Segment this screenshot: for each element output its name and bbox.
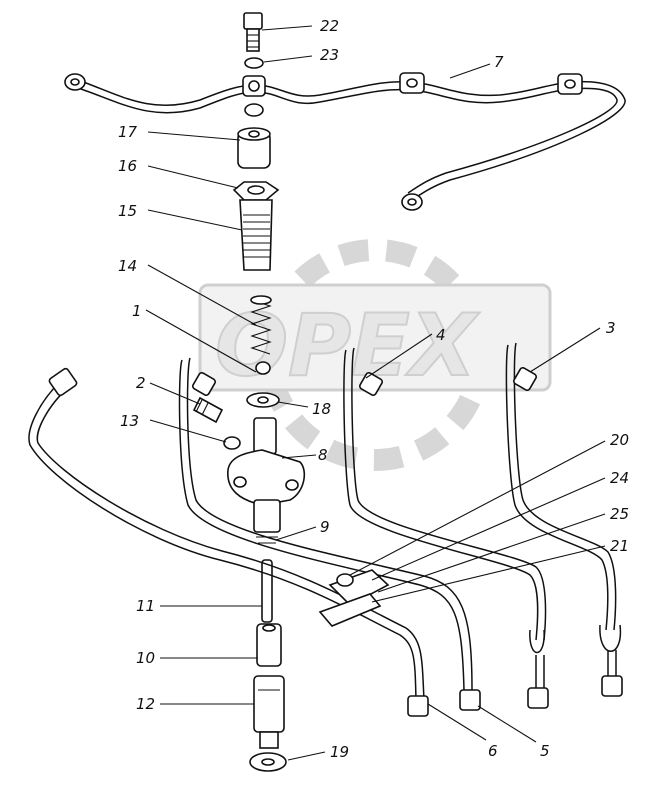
watermark-logo: OPEX (198, 239, 552, 471)
callout-8: 8 (318, 446, 328, 464)
callout-6: 6 (488, 742, 498, 760)
callout-23: 23 (320, 46, 339, 64)
callout-16: 16 (118, 157, 137, 175)
callout-2: 2 (136, 374, 146, 392)
callout-10: 10 (136, 649, 155, 667)
cap-nut (237, 127, 271, 169)
hex-nut (232, 181, 280, 201)
callout-24: 24 (610, 469, 629, 487)
washer-13 (223, 436, 241, 450)
spring (250, 295, 272, 355)
pump-section (227, 417, 306, 544)
callout-18: 18 (312, 400, 331, 418)
callout-11: 11 (136, 597, 155, 615)
callout-labels: 22 23 7 17 16 15 14 1 4 3 2 18 13 8 20 2… (118, 17, 629, 761)
injection-pipe-3 (505, 342, 623, 697)
injection-pipe-5 (178, 357, 481, 711)
callout-21: 21 (610, 537, 629, 555)
callout-25: 25 (610, 505, 629, 523)
callout-4: 4 (436, 326, 446, 344)
callout-19: 19 (330, 743, 349, 761)
tappet (253, 675, 285, 749)
sealing-washer-upper (244, 57, 264, 69)
plunger (261, 559, 273, 623)
callout-3: 3 (606, 319, 616, 337)
pipe-clamp (318, 569, 390, 627)
callout-17: 17 (118, 123, 138, 141)
callout-22: 22 (320, 17, 339, 35)
callout-1: 1 (132, 302, 142, 320)
injection-pipe-6 (28, 367, 429, 717)
sleeve (256, 623, 282, 667)
callout-12: 12 (136, 695, 155, 713)
callout-14: 14 (118, 257, 137, 275)
threaded-body (239, 199, 273, 271)
callout-7: 7 (494, 53, 504, 71)
injection-pipe-4 (343, 347, 549, 709)
callout-9: 9 (320, 518, 330, 536)
return-pipe (64, 72, 626, 211)
callout-5: 5 (540, 742, 550, 760)
sealing-washer-lower (244, 103, 264, 117)
callout-20: 20 (610, 431, 629, 449)
banjo-bolt (243, 12, 263, 52)
callout-15: 15 (118, 202, 137, 220)
leader-lines (145, 25, 606, 761)
bleed-fitting (192, 396, 224, 424)
callout-13: 13 (120, 412, 139, 430)
spring-seat (255, 361, 271, 375)
